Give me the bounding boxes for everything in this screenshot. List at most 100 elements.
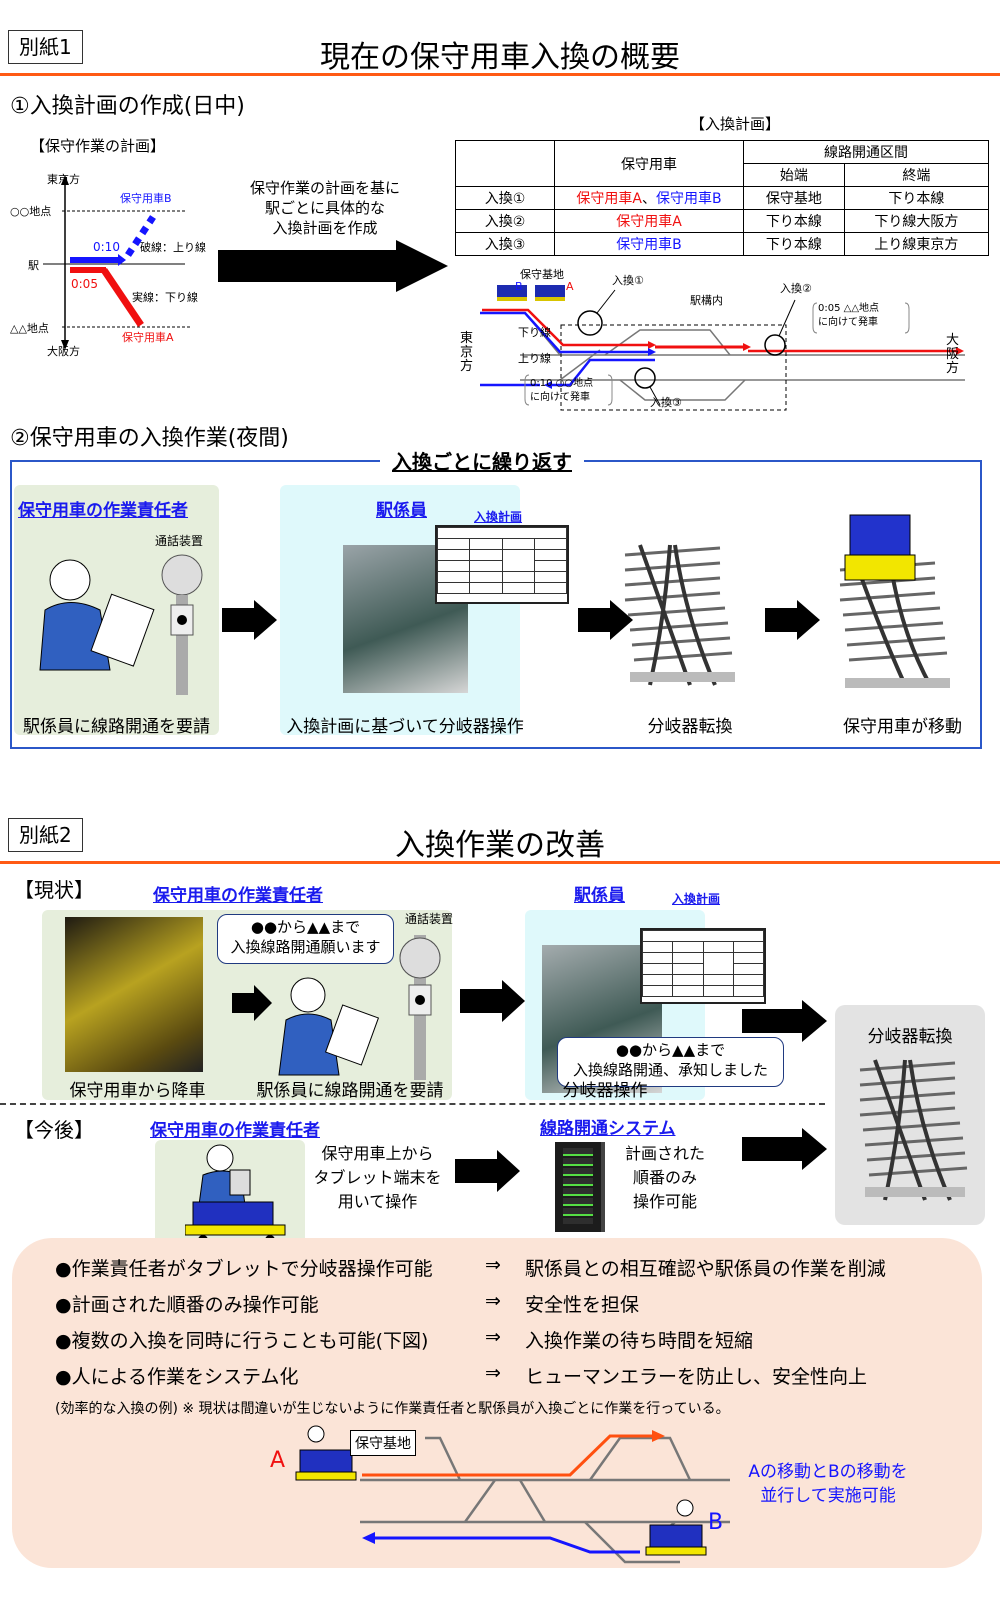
step-caption-3: 分岐器転換: [647, 717, 733, 737]
intercom-label: 通話装置: [155, 534, 204, 548]
parallel-move-diagram: [295, 1425, 730, 1564]
plan-header-start: 始端: [743, 163, 845, 187]
plan-header-end: 終端: [843, 163, 990, 187]
text-line: 操作可能: [632, 1192, 697, 1211]
example-label-b: B: [708, 1510, 724, 1535]
vehicle-b-icon: [645, 1499, 707, 1556]
flow-arrow-icon: [742, 1000, 827, 1042]
note-line: に向けて発車: [818, 317, 878, 328]
bubble-line: ●●から▲▲まで: [615, 1041, 726, 1059]
example-caption: Aの移動とBの移動を 並行して実施可能: [728, 1460, 928, 1508]
plan-cell-end: 上り線東京方: [843, 232, 990, 256]
plan-table: 保守用車 線路開通区間 始端 終端 入換① 保守用車A、保守用車B 保守基地 下…: [455, 140, 990, 256]
benefit-arrow: ⇒: [485, 1326, 501, 1348]
vehicle-b-label: 保守用車B: [120, 192, 172, 205]
track-op3: 入換③: [650, 396, 682, 409]
note-line: 0:05 △△地点: [818, 303, 880, 314]
legend-dashed: 破線：上り線: [140, 241, 206, 254]
big-right-arrow-icon: [218, 240, 448, 292]
sheet2-tag: 別紙2: [8, 818, 83, 852]
text-line: 順番のみ: [632, 1168, 697, 1187]
repeat-label: 入換ごとに繰り返す: [380, 446, 584, 475]
benefit-effect: 駅係員との相互確認や駅係員の作業を削減: [525, 1258, 886, 1280]
plan-cell-vehicle: 保守用車B: [554, 232, 744, 256]
vehicle-b-icon: [497, 285, 527, 299]
track-layout-diagram: [480, 308, 965, 411]
current-plan-document-icon: [640, 928, 766, 1004]
system-label: 線路開通システム: [540, 1119, 676, 1139]
plan-row: 入換① 保守用車A、保守用車B 保守基地 下り本線: [455, 186, 990, 210]
request-bubble: ●●から▲▲まで 入換線路開通願います: [217, 914, 394, 964]
reply-bubble: ●●から▲▲まで 入換線路開通、承知しました: [557, 1037, 784, 1087]
vehicle-b: 保守用車B: [616, 237, 682, 253]
arrow-text: 保守作業の計画を基に 駅ごとに具体的な 入換計画を作成: [230, 178, 420, 238]
plan-row: 入換③ 保守用車B 下り本線 上り線東京方: [455, 232, 990, 256]
track-op1: 入換①: [612, 274, 644, 287]
benefit-point: ●計画された順番のみ操作可能: [55, 1294, 319, 1316]
current-person-label: 保守用車の作業責任者: [153, 886, 323, 906]
track-label-b: B: [515, 280, 523, 293]
point-station: 駅: [28, 259, 39, 272]
title-divider: [0, 861, 1000, 864]
section-separator: [0, 1103, 825, 1105]
track-right-dir: 大阪方: [946, 333, 960, 376]
vehicle-a-icon: [295, 1425, 357, 1481]
track-left-dir: 東京方: [460, 331, 474, 374]
step-arrow-icon: [578, 600, 633, 640]
future-person-text: 保守用車上から タブレット端末を 用いて操作: [305, 1142, 450, 1214]
benefit-effect: ヒューマンエラーを防止し、安全性向上: [525, 1366, 868, 1388]
plan-cell-name: 入換①: [455, 186, 555, 210]
maint-plan-label: 【保守作業の計画】: [30, 137, 166, 155]
section2-heading: ②保守用車の入換作業(夜間): [10, 426, 289, 451]
plan-cell-start: 下り本線: [743, 232, 845, 256]
flow-arrow-icon: [460, 980, 525, 1022]
current-caption-2: 駅係員に線路開通を要請: [256, 1081, 444, 1101]
point-bottom: △△地点: [10, 322, 49, 335]
turnout-icon: [624, 544, 735, 686]
plan-table-label: 【入換計画】: [690, 115, 781, 133]
sheet2-title: 入換作業の改善: [395, 828, 605, 863]
track-station: 駅構内: [690, 294, 723, 307]
track-note-right: 0:05 △△地点 に向けて発車: [818, 302, 879, 330]
person-label: 保守用車の作業責任者: [18, 501, 188, 521]
bubble-line: 入換線路開通、承知しました: [572, 1061, 768, 1079]
flow-arrow-icon: [742, 1128, 827, 1170]
step-caption-2: 入換計画に基づいて分岐器操作: [286, 717, 524, 737]
track-note-left: 0:10 ○○地点 に向けて発車: [530, 377, 593, 405]
caption-line: 並行して実施可能: [760, 1486, 896, 1506]
plan-header-empty: [455, 140, 555, 187]
vehicle-b: 保守用車B: [655, 191, 722, 207]
example-note: (効率的な入換の例) ※ 現状は間違いが生じないように作業責任者と駅係員が入換ご…: [55, 1401, 730, 1417]
plan-cell-vehicle: 保守用車A、保守用車B: [554, 186, 744, 210]
switch-label: 分岐器転換: [867, 1027, 953, 1047]
step-caption-4: 保守用車が移動: [843, 717, 962, 737]
bubble-line: ●●から▲▲まで: [250, 918, 361, 936]
benefit-arrow: ⇒: [485, 1290, 501, 1312]
current-label: 【現状】: [14, 878, 94, 902]
worker-with-intercom-icon: [278, 977, 380, 1076]
benefit-effect: 入換作業の待ち時間を短縮: [525, 1330, 754, 1352]
example-base-label: 保守基地: [350, 1430, 416, 1456]
step-caption-1: 駅係員に線路開通を要請: [23, 717, 210, 737]
track-up-line: 上り線: [518, 352, 551, 365]
flow-arrow-icon: [455, 1150, 520, 1192]
step-arrow-icon: [765, 600, 820, 640]
track-label-a: A: [566, 280, 574, 293]
plan-doc-label: 入換計画: [474, 510, 523, 524]
worker-on-vehicle-icon: [185, 1144, 286, 1245]
plan-cell-name: 入換②: [455, 209, 555, 233]
intercom-icon: [399, 935, 441, 1080]
dismount-photo: [65, 917, 203, 1072]
point-top: ○○地点: [10, 205, 52, 218]
title-divider: [0, 73, 1000, 76]
text-line: 計画された: [624, 1144, 705, 1163]
plan-cell-start: 下り本線: [743, 209, 845, 233]
caption-line: Aの移動とBの移動を: [748, 1462, 908, 1482]
turnout-icon: [859, 1059, 968, 1201]
sheet1-tag: 別紙1: [8, 30, 83, 64]
plan-cell-name: 入換③: [455, 232, 555, 256]
plan-cell-start: 保守基地: [743, 186, 845, 210]
current-staff-label: 駅係員: [574, 886, 625, 906]
note-line: に向けて発車: [530, 392, 590, 403]
benefit-arrow: ⇒: [485, 1254, 501, 1276]
